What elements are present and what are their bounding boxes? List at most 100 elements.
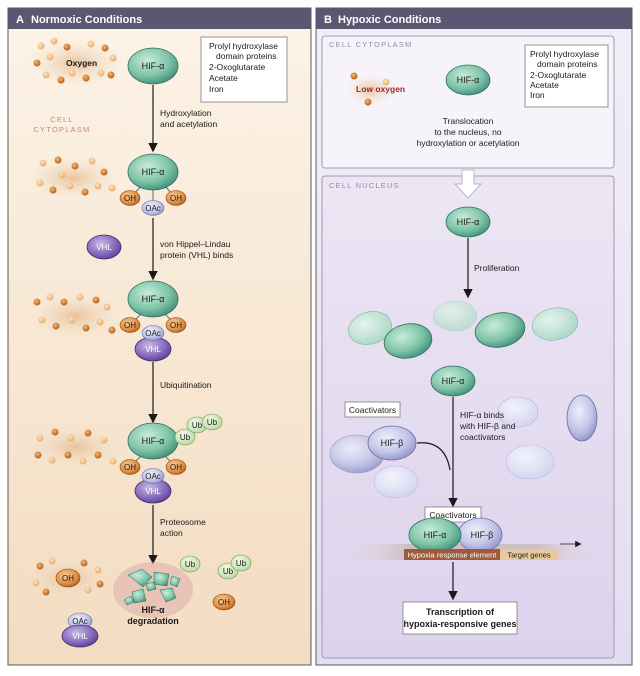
hif-alpha-fragments [113, 562, 193, 618]
svg-text:OH: OH [218, 598, 230, 607]
low-oxygen-cluster [344, 72, 396, 106]
svg-text:OH: OH [124, 463, 136, 472]
step-hydroxylation-label: Hydroxylation [160, 108, 212, 118]
panel-b-letter: B [324, 14, 332, 26]
svg-text:Ub: Ub [207, 418, 218, 427]
svg-text:HIF-α: HIF-α [457, 217, 480, 227]
svg-text:OAc: OAc [145, 204, 161, 213]
oxygen-cluster-1 [25, 37, 125, 88]
step-vhl-label: von Hippel–Lindau [160, 239, 231, 249]
svg-text:Ub: Ub [180, 433, 191, 442]
svg-text:HIF-β: HIF-β [381, 438, 404, 448]
oh-group [119, 317, 141, 333]
svg-text:action: action [160, 528, 183, 538]
svg-text:Hypoxia response element: Hypoxia response element [408, 551, 498, 560]
svg-text:Ub: Ub [185, 560, 196, 569]
oac-group [141, 468, 165, 484]
svg-text:OAc: OAc [145, 472, 161, 481]
transcription-box [402, 601, 518, 635]
svg-text:HIF-β: HIF-β [471, 530, 494, 540]
oac-group [141, 200, 165, 216]
svg-text:HIF-α: HIF-α [142, 61, 165, 71]
svg-text:VHL: VHL [96, 243, 112, 252]
hif-alpha-ubiquitinated: HIF-α Ub Ub Ub VHL OH OH OAc [119, 413, 223, 504]
translocation-label-1: Translocation [443, 116, 494, 126]
hif-alpha-molecule [430, 365, 476, 397]
step-ubiquitination-label: Ubiquitination [160, 380, 212, 390]
oxygen-cluster-3 [25, 292, 125, 340]
low-oxygen-label: Low oxygen [356, 84, 405, 94]
svg-text:with HIF-β and: with HIF-β and [459, 421, 516, 431]
panel-a-header-bar [8, 8, 311, 29]
vhl-protein [61, 624, 99, 648]
oh-group [165, 317, 187, 333]
panel-a-cytoplasm-label-2: CYTOPLASM [34, 125, 91, 134]
svg-text:domain proteins: domain proteins [537, 59, 597, 69]
hypoxia-response-element [404, 549, 500, 560]
svg-text:hypoxia-responsive genes: hypoxia-responsive genes [403, 619, 516, 629]
svg-text:2-Oxoglutarate: 2-Oxoglutarate [530, 70, 586, 80]
cytoplasm-label: CELL CYTOPLASM [329, 40, 413, 49]
svg-text:HIF-α: HIF-α [442, 376, 465, 386]
hif-alpha-molecule [445, 206, 491, 238]
panel-a-title: Normoxic Conditions [31, 14, 142, 26]
svg-text:Transcription of: Transcription of [426, 607, 495, 617]
svg-text:to the nucleus, no: to the nucleus, no [434, 127, 501, 137]
coactivators-box [344, 401, 401, 418]
hif-alpha-vhl-complex: HIF-α VHL OH OH OAc [119, 280, 187, 362]
svg-text:coactivators: coactivators [460, 432, 505, 442]
svg-text:Ub: Ub [236, 559, 247, 568]
svg-text:domain proteins: domain proteins [216, 51, 276, 61]
svg-text:HIF-α: HIF-α [142, 294, 165, 304]
svg-text:VHL: VHL [72, 632, 88, 641]
svg-text:Iron: Iron [209, 84, 224, 94]
hif-beta-population [329, 394, 598, 499]
degradation-label-2: degradation [127, 616, 179, 626]
oh-group [119, 459, 141, 475]
svg-text:VHL: VHL [145, 345, 161, 354]
panel-a-cytoplasm-label-1: CELL [50, 115, 74, 124]
svg-text:HIF-α: HIF-α [142, 167, 165, 177]
svg-text:protein (VHL) binds: protein (VHL) binds [160, 250, 233, 260]
oxygen-label: Oxygen [66, 58, 97, 68]
translocation-arrow [453, 169, 483, 199]
svg-text:OH: OH [124, 321, 136, 330]
oh-group [165, 459, 187, 475]
panel-b-header-bar [316, 8, 632, 29]
svg-text:VHL: VHL [145, 487, 161, 496]
hif-alpha-molecule [127, 47, 179, 85]
svg-text:OAc: OAc [72, 617, 88, 626]
svg-text:OH: OH [170, 194, 182, 203]
svg-text:Ub: Ub [223, 567, 234, 576]
oh-group [55, 568, 81, 588]
svg-text:Acetate: Acetate [209, 73, 238, 83]
hif-alpha-population [348, 300, 579, 359]
svg-text:Ub: Ub [192, 421, 203, 430]
nucleus-label: CELL NUCLEUS [329, 181, 400, 190]
svg-text:Coactivators: Coactivators [349, 405, 396, 415]
degradation-label-1: HIF-α [141, 605, 164, 615]
binding-label-1: HIF-α binds [460, 410, 504, 420]
panel-a-letter: A [16, 14, 24, 26]
panel-a-cofactor-box: Prolyl hydroxylase domain proteins 2-Oxo… [200, 36, 288, 103]
hif-beta-molecule [367, 425, 417, 461]
svg-text:OH: OH [62, 574, 74, 583]
oh-group [212, 593, 236, 611]
vhl-protein [86, 234, 122, 260]
ubiquitin [201, 413, 223, 431]
svg-text:OAc: OAc [145, 329, 161, 338]
oxygen-cluster-4 [25, 425, 125, 469]
svg-text:Iron: Iron [530, 90, 545, 100]
ubiquitin [230, 554, 252, 572]
svg-text:Prolyl hydroxylase: Prolyl hydroxylase [530, 49, 599, 59]
panel-b-hypoxic: B Hypoxic Conditions CELL CYTOPLASM Low … [315, 7, 633, 666]
svg-text:OH: OH [170, 463, 182, 472]
oxygen-cluster-2 [24, 156, 120, 200]
svg-text:OH: OH [124, 194, 136, 203]
svg-text:and acetylation: and acetylation [160, 119, 217, 129]
step-proteosome-label: Proteosome [160, 517, 206, 527]
oh-group [119, 190, 141, 206]
oh-group [165, 190, 187, 206]
svg-text:Coactivators: Coactivators [429, 510, 476, 520]
